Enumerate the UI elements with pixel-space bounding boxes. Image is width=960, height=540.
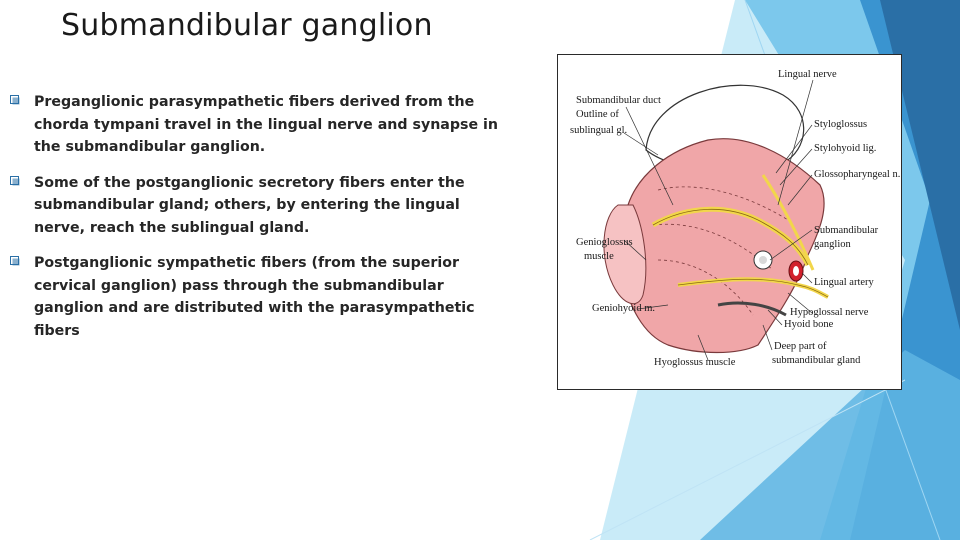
label-deep-part-of: Deep part of bbox=[774, 341, 827, 352]
square-bullet-icon bbox=[10, 175, 20, 185]
accent-line-2 bbox=[589, 379, 906, 540]
hypoglossal-nerve-outline bbox=[677, 278, 829, 298]
label-hypoglossal-nerve: Hypoglossal nerve bbox=[790, 307, 869, 318]
ganglion-inner bbox=[759, 256, 767, 264]
anatomy-figure: Lingual nerve Submandibular duct Outline… bbox=[557, 54, 902, 390]
label-glossopharyngeal-n: Glossopharyngeal n. bbox=[814, 169, 900, 180]
label-lingual-nerve: Lingual nerve bbox=[778, 69, 837, 80]
bullet-text: Some of the postganglionic secretory fib… bbox=[34, 174, 465, 236]
label-styloglossus: Styloglossus bbox=[814, 119, 867, 130]
bullet-text: Postganglionic sympathetic fibers (from … bbox=[34, 255, 475, 339]
label-sublingual-gl: sublingual gl. bbox=[570, 125, 627, 136]
anatomy-illustration: Lingual nerve Submandibular duct Outline… bbox=[570, 69, 900, 368]
label-lingual-artery: Lingual artery bbox=[814, 277, 875, 288]
bullet-text: Preganglionic parasympathetic fibers der… bbox=[34, 94, 498, 155]
lingual-artery-lumen bbox=[793, 266, 799, 276]
label-stylohyoid-lig: Stylohyoid lig. bbox=[814, 143, 876, 154]
slide-title: Submandibular ganglion bbox=[61, 8, 433, 43]
bullet-list: Preganglionic parasympathetic fibers der… bbox=[10, 91, 500, 355]
label-ganglion: ganglion bbox=[814, 239, 851, 250]
lingual-nerve-outline bbox=[652, 208, 809, 266]
label-geniohyoid-m: Geniohyoid m. bbox=[592, 303, 655, 314]
label-submandibular: Submandibular bbox=[814, 225, 879, 236]
label-hyoglossus-muscle: Hyoglossus muscle bbox=[654, 357, 736, 368]
square-bullet-icon bbox=[10, 95, 20, 105]
glossopharyngeal-nerve bbox=[761, 174, 815, 271]
label-muscle: muscle bbox=[584, 251, 614, 262]
hyoid-bone bbox=[717, 301, 787, 317]
bullet-item: Preganglionic parasympathetic fibers der… bbox=[10, 91, 500, 159]
label-hyoid-bone: Hyoid bone bbox=[784, 319, 834, 330]
bullet-item: Postganglionic sympathetic fibers (from … bbox=[10, 252, 500, 342]
leader-lines bbox=[623, 79, 814, 361]
label-genioglossus: Genioglossus bbox=[576, 237, 633, 248]
chin-region bbox=[603, 204, 647, 305]
label-submandibular-duct: Submandibular duct bbox=[576, 95, 661, 106]
square-bullet-icon bbox=[10, 256, 20, 266]
label-submandibular-gland: submandibular gland bbox=[772, 355, 861, 366]
label-outline-of: Outline of bbox=[576, 109, 619, 120]
bullet-item: Some of the postganglionic secretory fib… bbox=[10, 172, 500, 240]
